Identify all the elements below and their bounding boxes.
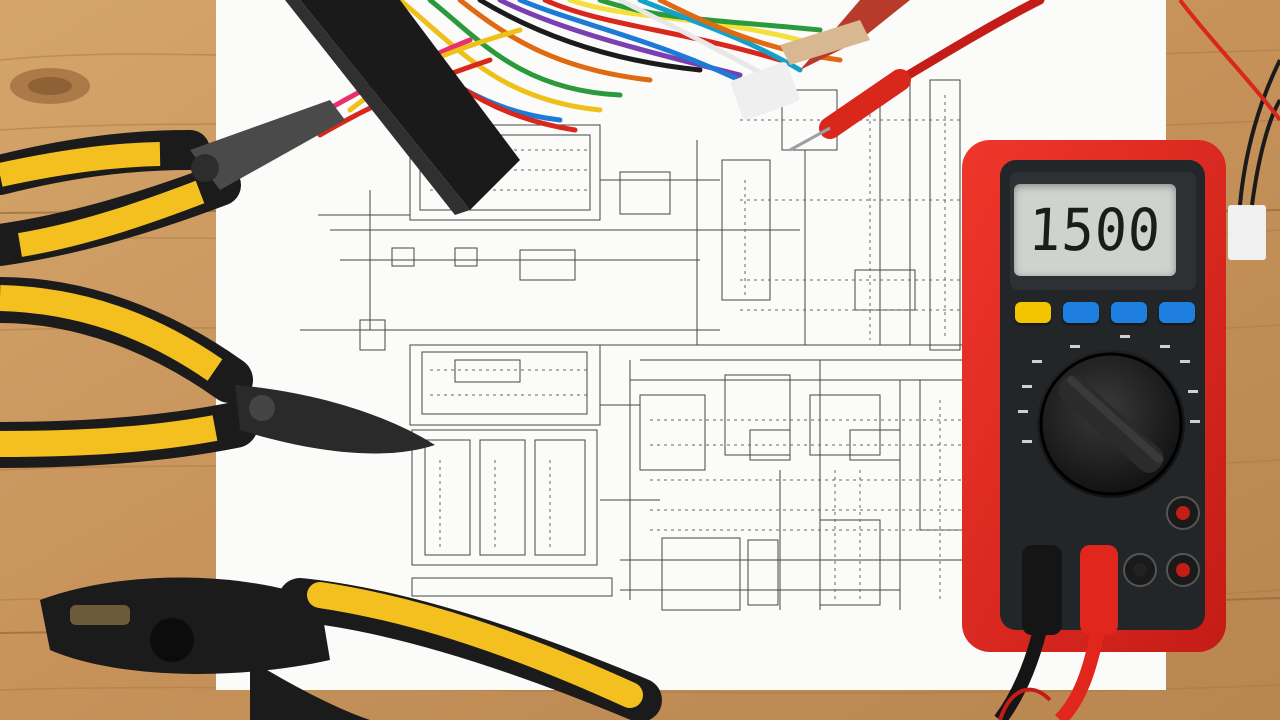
lcd-reading: 1500 [1027,196,1163,264]
wire-harness [285,0,1280,260]
white-connector [730,62,800,120]
lcd-display: 1500 [1014,184,1176,276]
black-connector [285,0,520,215]
multimeter: 1500 [962,140,1226,652]
function-button-blue-2[interactable] [1111,302,1147,323]
probe-leads [994,545,1118,720]
probe-jacks[interactable] [1123,496,1200,587]
white-connector-right [1178,0,1280,260]
function-button-yellow[interactable] [1015,302,1051,323]
diagonal-cutters [0,277,435,468]
function-button-blue-3[interactable] [1159,302,1195,323]
function-button-blue-1[interactable] [1063,302,1099,323]
red-test-probe [780,0,1045,152]
pliers [0,100,345,266]
dial-markings [1018,335,1200,443]
wire-stripper [40,577,662,720]
rotary-dial[interactable] [1037,350,1185,498]
